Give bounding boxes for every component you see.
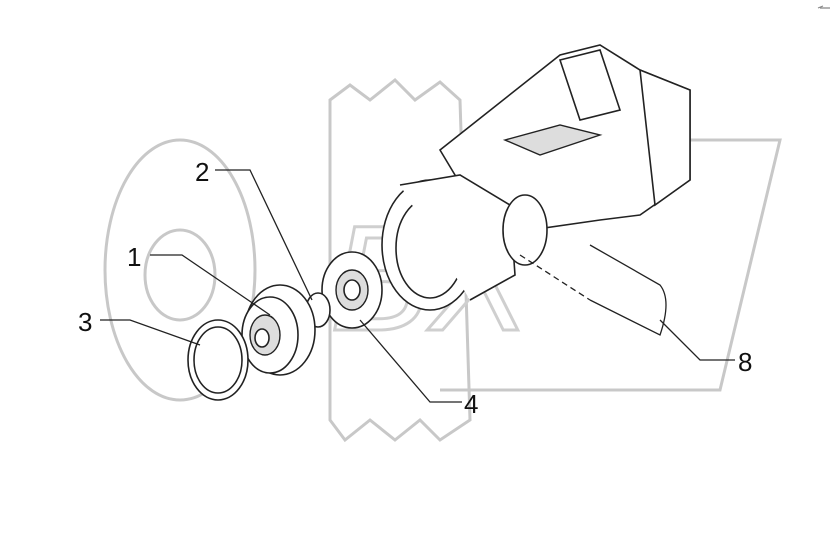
callout-3[interactable]: 3 (78, 307, 92, 337)
leader-8 (659, 319, 735, 361)
callout-1[interactable]: 1 (127, 242, 141, 272)
callout-8[interactable]: 8 (738, 347, 752, 377)
leader-2 (215, 169, 313, 301)
leader-1 (150, 254, 271, 316)
part-coupling-nut[interactable] (381, 174, 548, 311)
part-housing[interactable] (438, 44, 691, 231)
corner-mark (817, 5, 830, 9)
callout-4[interactable]: 4 (464, 389, 478, 419)
part-4-seal[interactable] (321, 251, 383, 329)
part-3-ring[interactable] (187, 319, 249, 401)
leader-3 (100, 319, 201, 346)
callout-2[interactable]: 2 (195, 157, 209, 187)
part-1-valve[interactable] (241, 284, 316, 376)
part-8-clip-pin[interactable] (589, 244, 667, 336)
leader-4 (359, 319, 462, 403)
